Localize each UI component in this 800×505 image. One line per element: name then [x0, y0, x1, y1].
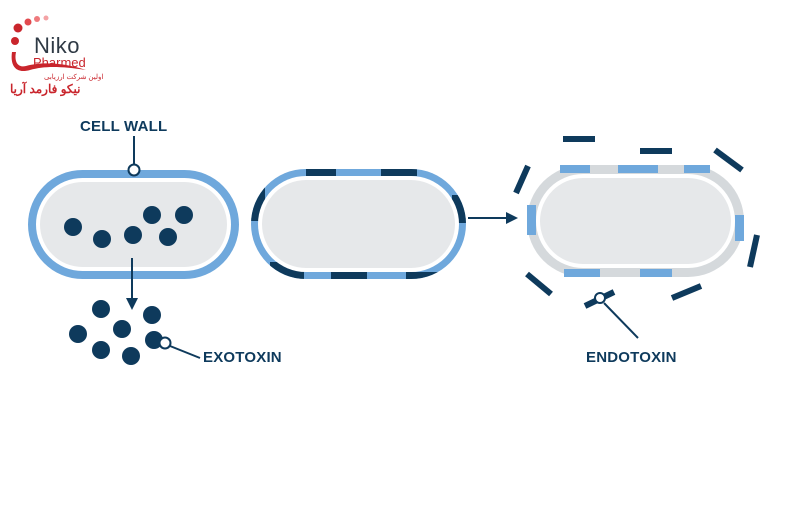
- endotoxin-label: ENDOTOXIN: [586, 349, 677, 366]
- endotoxin-fragment: [670, 283, 703, 301]
- internal-exotoxin: [124, 226, 142, 244]
- cytoplasm: [40, 182, 227, 267]
- logo-dot: [43, 15, 49, 21]
- cytoplasm: [262, 180, 455, 268]
- logo-mark: [11, 15, 86, 72]
- logo-subname: Pharmed: [33, 55, 86, 70]
- endotoxin-fragment: [513, 164, 531, 195]
- transition-arrow: [468, 212, 518, 224]
- logo-tagline-fa: اولین شرکت ارزیابی: [44, 74, 104, 81]
- internal-exotoxin: [64, 218, 82, 236]
- logo-name: Niko: [34, 33, 81, 58]
- exotoxin-pointer: [158, 336, 201, 359]
- exotoxin-particle: [113, 320, 131, 338]
- cytoplasm: [540, 178, 731, 264]
- exotoxin-particle: [145, 331, 163, 349]
- secretion-arrow: [126, 258, 138, 310]
- exotoxin-particle: [122, 347, 140, 365]
- endotoxin-fragment: [713, 147, 744, 173]
- exotoxin-particle: [143, 306, 161, 324]
- logo-dot: [13, 23, 23, 33]
- exotoxin-label: EXOTOXIN: [203, 349, 282, 366]
- cell-wall-label: CELL WALL: [80, 118, 168, 135]
- logo-name-fa: نیکو فارمد آریا: [10, 82, 81, 96]
- bacterium-lysed: [527, 165, 744, 277]
- logo-swoosh: [11, 52, 86, 72]
- internal-exotoxin: [159, 228, 177, 246]
- internal-exotoxin: [143, 206, 161, 224]
- endotoxin-fragment: [525, 271, 553, 297]
- internal-exotoxin: [93, 230, 111, 248]
- released-exotoxins: [69, 300, 163, 365]
- endotoxin-fragment: [747, 234, 760, 268]
- exotoxin-particle: [69, 325, 87, 343]
- logo-dot: [11, 37, 19, 45]
- cell-wall-pointer: [127, 136, 141, 177]
- logo-dot: [34, 16, 40, 22]
- logo-dot: [24, 18, 32, 26]
- exotoxin-particle: [92, 300, 110, 318]
- bacterium-endotoxin: [251, 169, 466, 279]
- bacterium-exotoxin: [28, 170, 239, 279]
- endotoxin-pointer: [594, 292, 639, 339]
- internal-exotoxin: [175, 206, 193, 224]
- exotoxin-particle: [92, 341, 110, 359]
